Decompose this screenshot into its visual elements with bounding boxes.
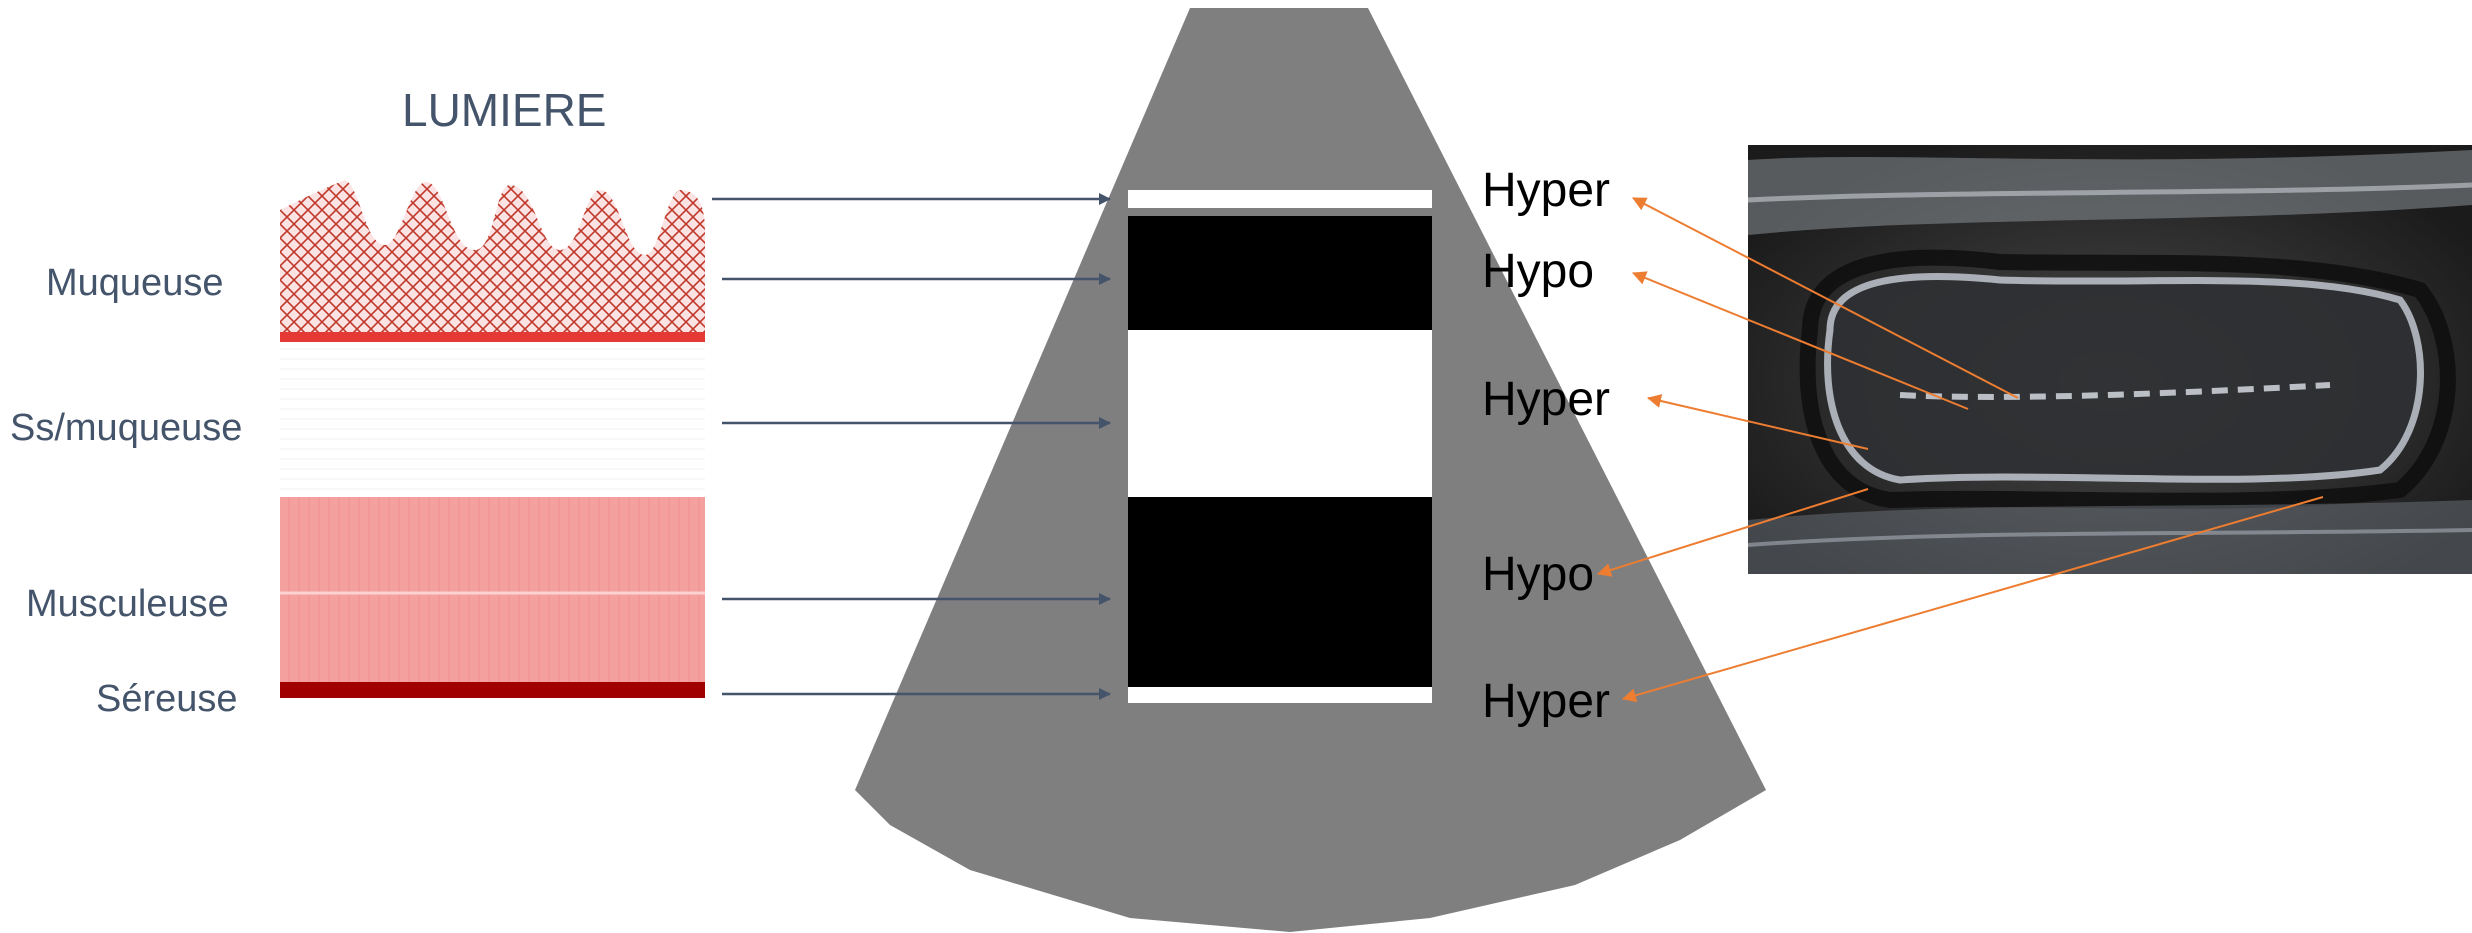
echo-label-hyper-1: Hyper: [1482, 164, 1611, 217]
ultrasound-probe-fan: [855, 8, 1766, 932]
echo-band-hyper-1: [1128, 190, 1432, 208]
echo-band-hyper-3: [1128, 687, 1432, 703]
echo-arrows: [1597, 197, 2324, 703]
echo-label-hypo-1: Hypo: [1482, 245, 1595, 298]
submucosa-layer: [280, 342, 705, 497]
echo-label-hypo-2: Hypo: [1482, 548, 1595, 601]
echo-band-hypo-1: [1128, 216, 1432, 330]
layer-label-mucosa: Muqueuse: [46, 262, 224, 304]
mucosa-base-band: [280, 332, 705, 342]
orange-arrow-5: [1622, 496, 2324, 703]
orange-arrow-2: [1632, 271, 1969, 410]
orange-arrow-3: [1647, 394, 1869, 450]
layer-label-muscularis: Musculeuse: [26, 583, 229, 625]
layer-label-submucosa: Ss/muqueuse: [10, 407, 243, 449]
echo-label-hyper-2: Hyper: [1482, 373, 1611, 426]
orange-arrow-1: [1632, 197, 2019, 399]
mucosa-layer: [280, 180, 705, 335]
ultrasound-bowel-image: [1747, 145, 2472, 574]
bowel-wall-schematic: [280, 180, 705, 698]
lumen-title: LUMIERE: [402, 84, 607, 136]
muscularis-layer: [280, 497, 705, 682]
layer-label-serosa: Séreuse: [96, 678, 238, 720]
orange-arrow-4: [1597, 488, 1869, 577]
echo-band-hyper-2: [1128, 330, 1432, 497]
echo-label-hyper-3: Hyper: [1482, 675, 1611, 728]
echo-band-hypo-2: [1128, 497, 1432, 687]
serosa-layer: [280, 682, 705, 698]
layer-arrows: [712, 193, 1111, 700]
